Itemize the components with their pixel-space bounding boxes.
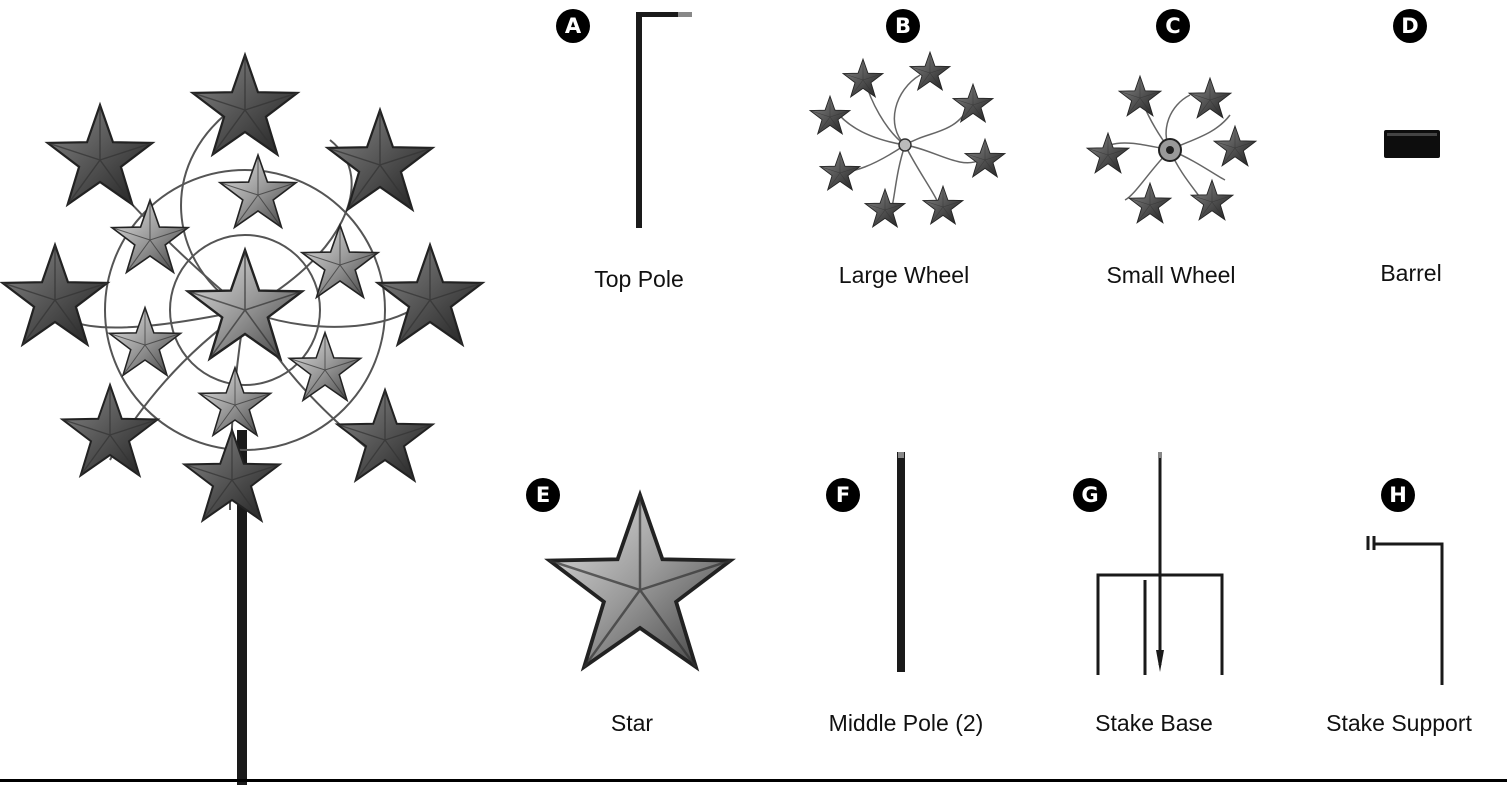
part-label-star: Star xyxy=(611,710,653,737)
large-wheel-icon xyxy=(810,55,1000,235)
part-label-small-wheel: Small Wheel xyxy=(1106,262,1235,289)
top-pole-icon xyxy=(630,10,700,230)
part-label-barrel: Barrel xyxy=(1380,260,1441,287)
part-label-stake-base: Stake Base xyxy=(1095,710,1213,737)
assembled-spinner-icon xyxy=(0,40,500,785)
part-badge-c: C xyxy=(1156,9,1190,43)
part-badge-d: D xyxy=(1393,9,1427,43)
part-badge-a: A xyxy=(556,9,590,43)
small-wheel-icon xyxy=(1085,70,1255,230)
middle-pole-icon xyxy=(890,450,914,675)
part-label-stake-support: Stake Support xyxy=(1326,710,1472,737)
part-badge-b: B xyxy=(886,9,920,43)
part-label-large-wheel: Large Wheel xyxy=(839,262,969,289)
star-icon xyxy=(540,490,740,680)
assembled-spinner xyxy=(0,40,500,785)
stake-base-icon xyxy=(1090,450,1230,680)
part-label-top-pole: Top Pole xyxy=(594,266,684,293)
part-label-middle-pole: Middle Pole (2) xyxy=(829,710,984,737)
part-badge-h: H xyxy=(1381,478,1415,512)
bottom-rule xyxy=(0,779,1507,782)
stake-support-icon xyxy=(1360,530,1450,690)
part-badge-f: F xyxy=(826,478,860,512)
barrel-icon xyxy=(1383,128,1443,160)
